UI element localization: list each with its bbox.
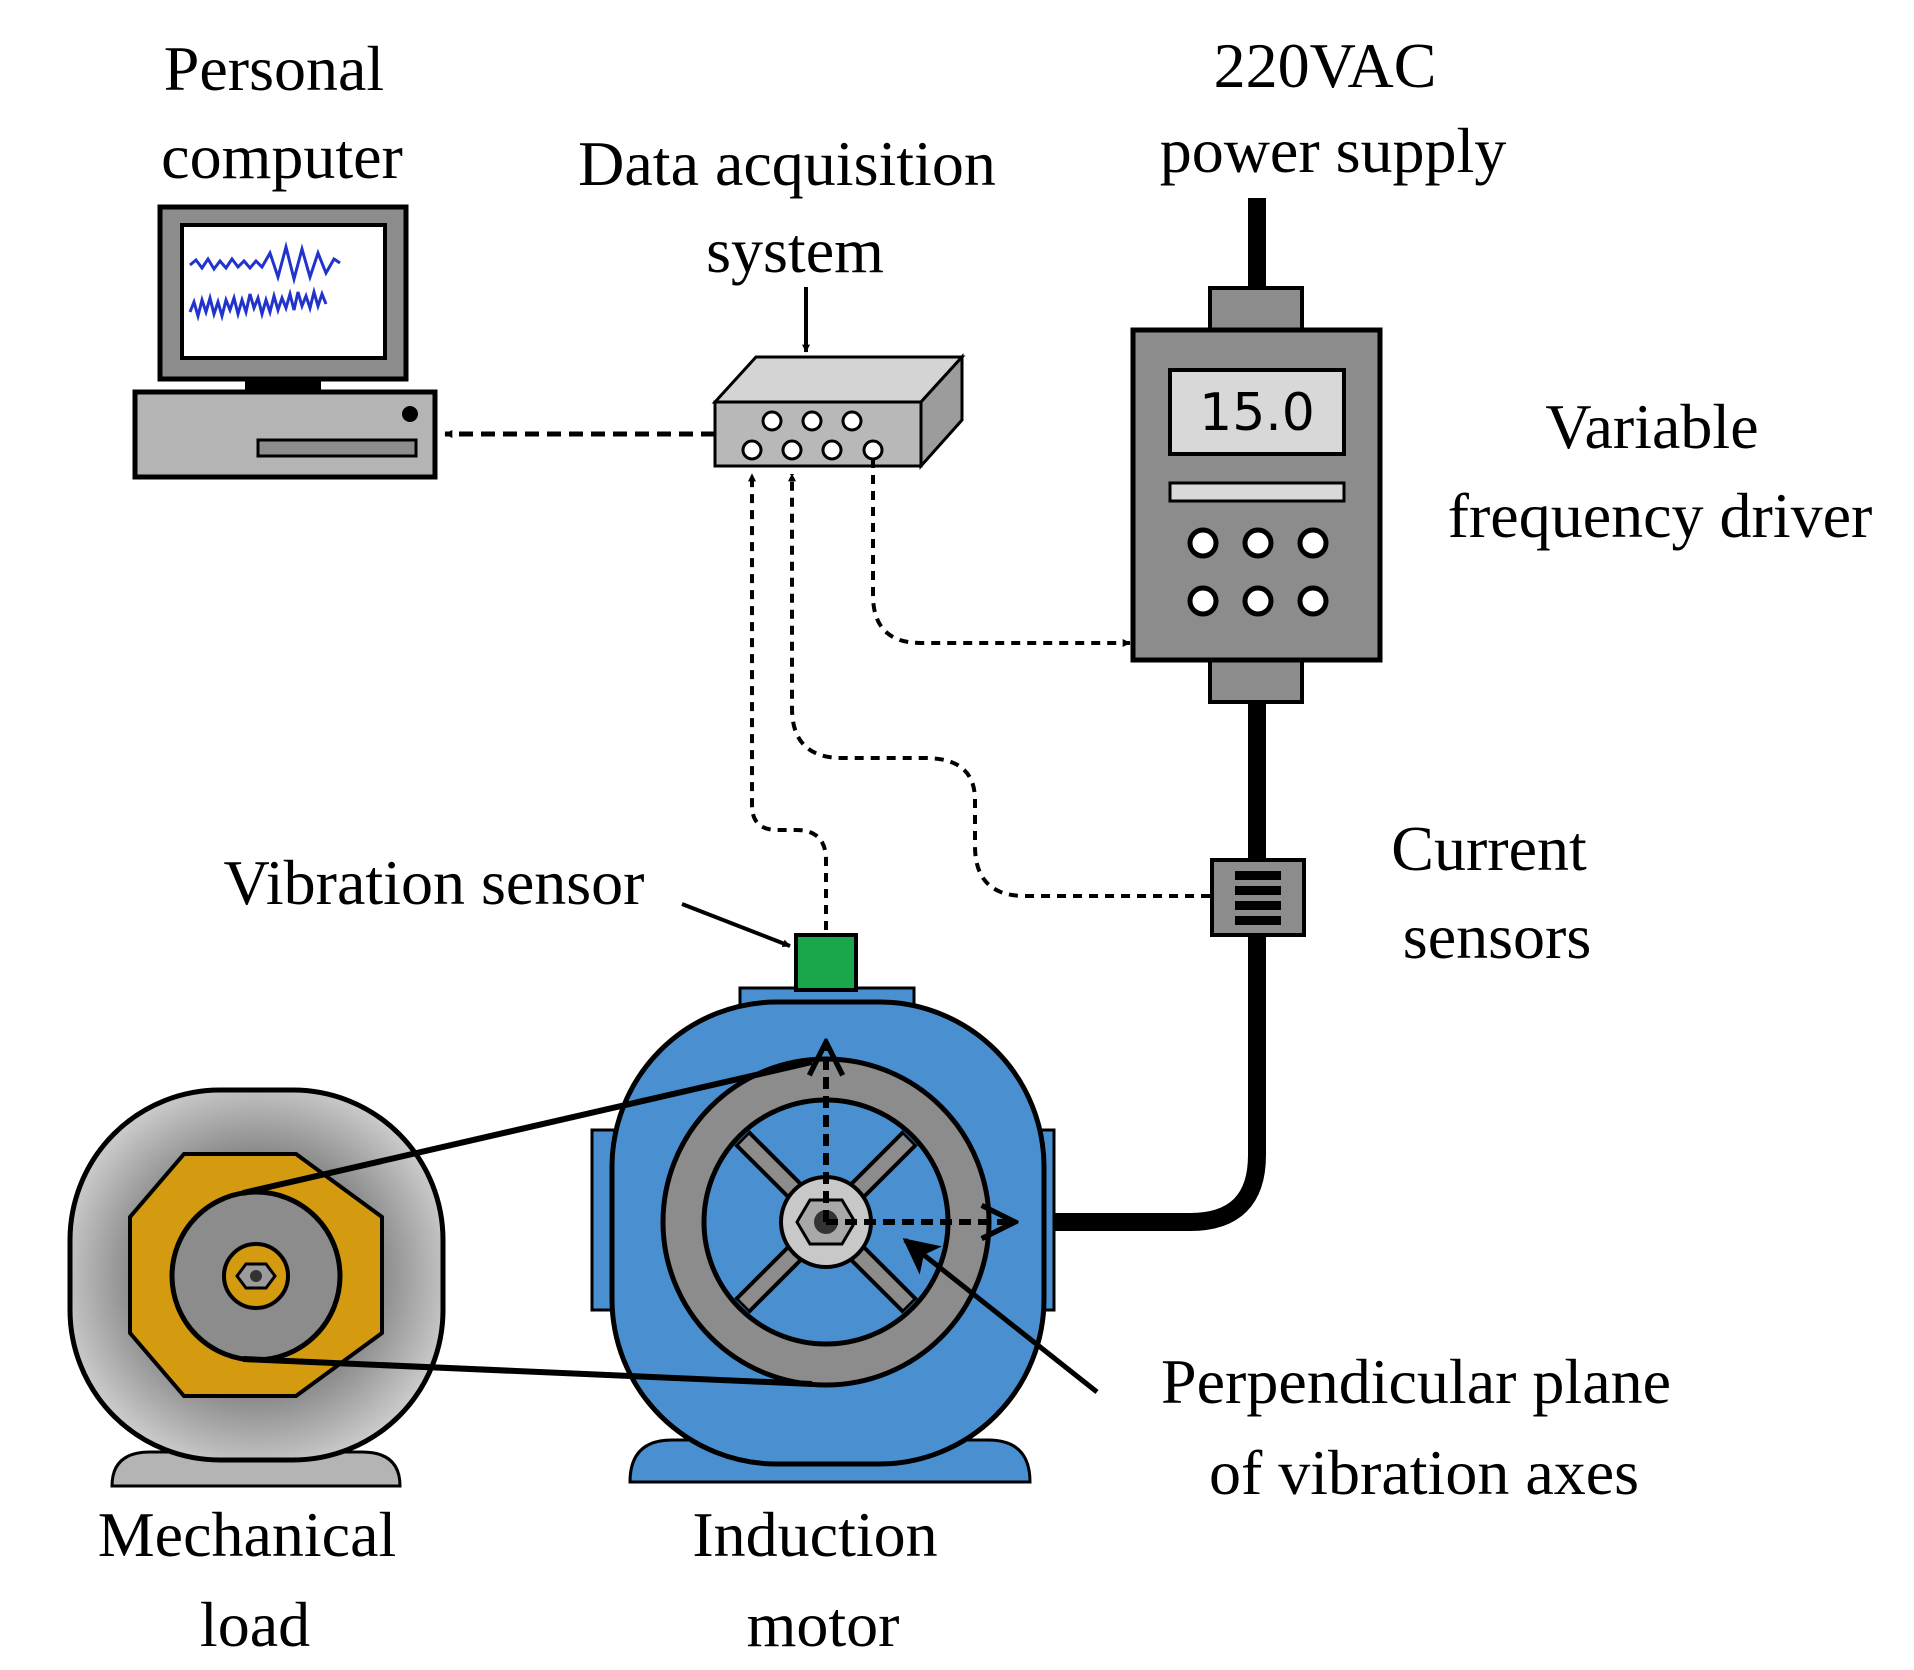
daq-label: Data acquisition system <box>578 128 1012 286</box>
variable-frequency-driver: 15.0 <box>1130 286 1383 704</box>
vfd-display-value: 15.0 <box>1199 383 1315 443</box>
induction-motor-label: Induction motor <box>692 1499 953 1660</box>
vibration-axes-pointer <box>902 1238 1099 1394</box>
vibration-sensor-label: Vibration sensor <box>224 847 645 918</box>
current-sensor-to-daq-line <box>788 473 1210 898</box>
signal-lines <box>444 430 1210 930</box>
current-sensors-label: Current sensors <box>1391 813 1603 972</box>
vibration-sensor <box>794 933 858 992</box>
drive-belt <box>242 1059 813 1387</box>
computer-case <box>132 389 438 480</box>
power-supply-label: 220VAC power supply <box>1160 30 1507 186</box>
vfd-bottom-connector <box>1208 658 1304 704</box>
daq-ports <box>741 410 884 461</box>
waveform-signal-2 <box>188 286 328 322</box>
daq-top-face <box>711 355 966 404</box>
vibration-sensor-to-daq-line <box>748 473 828 930</box>
personal-computer-label: Personal computer <box>161 33 403 192</box>
mechanical-load <box>67 1087 446 1488</box>
daq-to-vfd-line <box>871 459 1131 647</box>
mechanical-load-label: Mechanical load <box>98 1499 413 1660</box>
monitor-screen <box>180 223 387 360</box>
data-acquisition-box <box>711 353 966 470</box>
vfd-status-strip <box>1168 481 1346 503</box>
vfd-label: Variable frequency driver <box>1448 391 1873 551</box>
vfd-keypad-buttons <box>1187 527 1329 617</box>
load-base <box>110 1450 402 1488</box>
monitor-neck <box>245 379 321 391</box>
disk-drive-slot <box>256 438 418 458</box>
motor-power-cable <box>1035 700 1266 1231</box>
vibration-sensor-pointer <box>681 902 791 948</box>
personal-computer <box>132 204 438 480</box>
current-sensor <box>1210 858 1306 937</box>
vfd-display <box>1168 368 1346 456</box>
vfd-top-connector <box>1208 286 1304 332</box>
power-button-icon <box>402 406 418 422</box>
vibration-axes <box>826 1042 1015 1222</box>
vibration-axes-label: Perpendicular plane of vibration axes <box>1161 1346 1687 1508</box>
waveform-signal-1 <box>189 241 341 285</box>
